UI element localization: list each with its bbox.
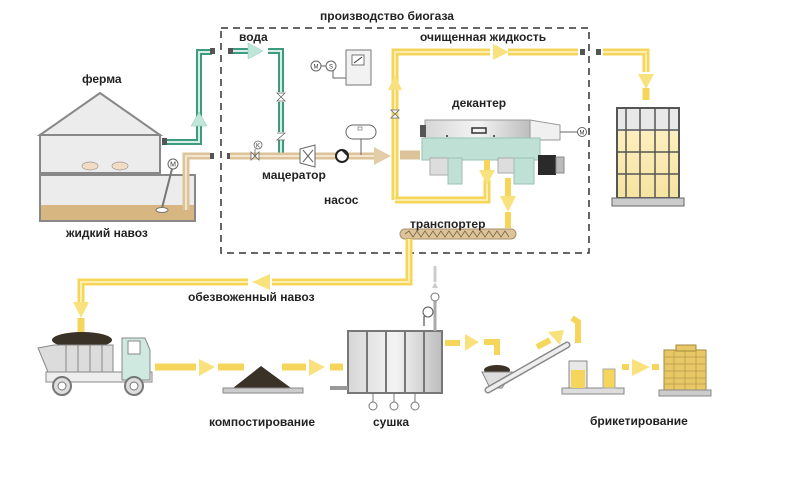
flow-arrow-icon (247, 42, 264, 60)
decanter: M (420, 119, 587, 185)
pig-icon (81, 161, 129, 171)
check-valve-icon (275, 132, 287, 141)
biogas-production-title: производство биогаза (320, 9, 454, 23)
drying-label: сушка (373, 415, 410, 429)
biogas-boundary (220, 27, 590, 254)
flow-arrow-icon (309, 359, 325, 376)
conveyor-label: транспортер (410, 217, 486, 231)
macerator-label: мацератор (262, 168, 326, 182)
flow-arrow-icon (548, 330, 564, 345)
flow-arrow-icon (638, 74, 654, 89)
flow-arrow-icon (500, 196, 516, 212)
liquid-manure-label: жидкий навоз (66, 226, 148, 240)
dewatered-manure-pipe (77, 239, 413, 333)
svg-text:M: M (170, 162, 176, 169)
flow-arrow-icon (388, 75, 402, 90)
svg-text:S: S (329, 65, 333, 71)
inclined-conveyor (481, 341, 571, 394)
flow-arrow-icon (252, 274, 270, 290)
dry-pipe (445, 315, 581, 355)
pump-icon (335, 149, 349, 163)
briquette-stack (658, 344, 712, 397)
pump-label: насос (324, 193, 359, 207)
pressure-tank-icon (345, 124, 377, 155)
water-valve-icon (276, 92, 286, 102)
svg-text:M: M (580, 131, 585, 137)
compost-heap (222, 366, 304, 394)
control-panel-icon: M S (310, 49, 372, 86)
briquetting-label: брикетирование (590, 414, 688, 428)
svg-text:K: K (256, 144, 260, 150)
flow-arrow-icon (465, 334, 479, 351)
dryer (330, 266, 443, 411)
liquid-storage-tank (611, 107, 685, 207)
flow-arrow-icon (479, 170, 495, 185)
valve-k-icon: K (250, 140, 263, 161)
flow-arrow-icon (493, 44, 509, 60)
farm-building: M (36, 91, 196, 222)
screw-conveyor (399, 228, 517, 240)
briquetting-press (561, 360, 625, 395)
composting-label: компостирование (209, 415, 316, 429)
flow-arrow-icon (199, 359, 215, 376)
svg-text:M: M (314, 65, 319, 71)
flow-arrow-icon (190, 111, 208, 127)
water-label: вода (239, 30, 268, 44)
purified-liquid-label: очищенная жидкость (420, 30, 547, 44)
decanter-label: декантер (452, 96, 507, 110)
dump-truck (37, 332, 153, 396)
dewatered-manure-label: обезвоженный навоз (188, 290, 315, 304)
purified-liquid-pipe (391, 48, 650, 204)
farm-label: ферма (82, 72, 122, 86)
flow-arrow-icon (73, 302, 89, 318)
mixer-motor: M (155, 158, 179, 213)
water-pipe (166, 42, 284, 157)
flow-arrow-icon (632, 359, 650, 376)
flow-arrow-icon (374, 147, 391, 165)
macerator-icon (299, 144, 316, 168)
liquid-valve-icon (390, 109, 400, 119)
